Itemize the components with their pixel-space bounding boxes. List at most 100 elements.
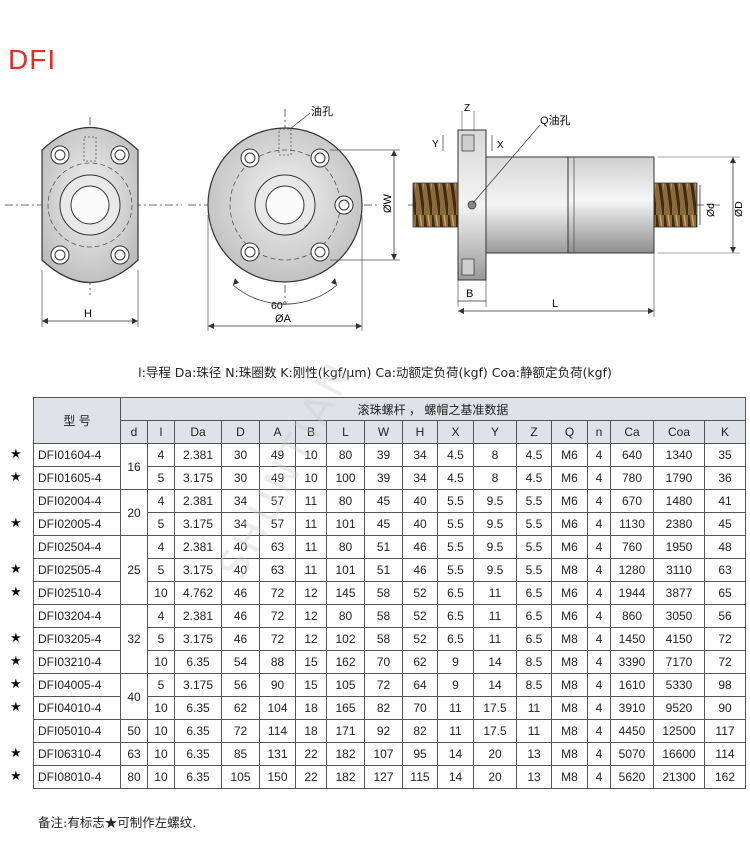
cell-w: 39 <box>364 443 403 467</box>
cell-l: 100 <box>326 466 365 490</box>
cell-z: 8.5 <box>516 650 552 674</box>
model-cell: DFI03204-4 <box>33 604 121 628</box>
star-icon: ★ <box>10 562 22 577</box>
cell-y: 11 <box>473 604 517 628</box>
cell-n: 4 <box>587 489 611 513</box>
cell-da: 3.175 <box>174 512 222 536</box>
technical-drawings: H 油孔 60° ØA ØW <box>5 103 745 331</box>
cell-b: 18 <box>295 719 327 743</box>
cell-b: 11 <box>295 558 327 582</box>
cell-a: 72 <box>259 581 296 605</box>
cell-h: 46 <box>402 558 438 582</box>
cell-b: 12 <box>295 604 327 628</box>
cell-k: 45 <box>704 512 746 536</box>
cell-a: 72 <box>259 604 296 628</box>
front-view-round-flange: 油孔 60° ØA ØW <box>188 104 400 331</box>
model-cell: DFI02005-4 <box>33 512 121 536</box>
dim-b-label: B <box>466 288 473 300</box>
cell-n: 4 <box>587 627 611 651</box>
cell-n: 4 <box>587 535 611 559</box>
cell-x: 14 <box>437 742 474 766</box>
cell-da: 3.175 <box>174 673 222 697</box>
cell-n: 4 <box>587 512 611 536</box>
cell-ca: 1610 <box>610 673 654 697</box>
cell-l: 5 <box>147 466 175 490</box>
cell-n: 4 <box>587 466 611 490</box>
col-header-x: X <box>437 420 474 444</box>
col-header-a: A <box>259 420 296 444</box>
cell-l: 10 <box>147 696 175 720</box>
cell-ca: 1450 <box>610 627 654 651</box>
cell-n: 4 <box>587 742 611 766</box>
cell-l: 80 <box>326 443 365 467</box>
cell-l: 4 <box>147 604 175 628</box>
cell-n: 4 <box>587 650 611 674</box>
cell-b: 12 <box>295 581 327 605</box>
cell-z: 6.5 <box>516 581 552 605</box>
cell-coa: 3050 <box>653 604 705 628</box>
cell-a: 72 <box>259 627 296 651</box>
page-title: DFI <box>8 44 57 75</box>
dim-y-label: Y <box>432 139 439 150</box>
cell-d: 46 <box>221 604 260 628</box>
cell-y: 11 <box>473 581 517 605</box>
cell-l: 4 <box>147 443 175 467</box>
cell-ca: 4450 <box>610 719 654 743</box>
cell-x: 6.5 <box>437 604 474 628</box>
d-cell: 80 <box>120 765 148 789</box>
cell-q: M8 <box>551 650 588 674</box>
cell-b: 15 <box>295 673 327 697</box>
cell-b: 11 <box>295 512 327 536</box>
cell-w: 58 <box>364 581 403 605</box>
cell-ca: 1280 <box>610 558 654 582</box>
cell-n: 4 <box>587 765 611 789</box>
cell-a: 57 <box>259 489 296 513</box>
cell-k: 114 <box>704 742 746 766</box>
cell-l: 165 <box>326 696 365 720</box>
cell-d: 46 <box>221 581 260 605</box>
cell-l: 4 <box>147 535 175 559</box>
cell-z: 11 <box>516 696 552 720</box>
cell-y: 8 <box>473 466 517 490</box>
cell-l: 162 <box>326 650 365 674</box>
cell-ca: 640 <box>610 443 654 467</box>
cell-d: 34 <box>221 512 260 536</box>
cell-da: 2.381 <box>174 443 222 467</box>
cell-h: 46 <box>402 535 438 559</box>
cell-a: 131 <box>259 742 296 766</box>
front-view-cut-flange: H <box>5 117 182 327</box>
cell-n: 4 <box>587 673 611 697</box>
cell-x: 5.5 <box>437 512 474 536</box>
cell-z: 5.5 <box>516 535 552 559</box>
cell-w: 45 <box>364 489 403 513</box>
cell-ca: 670 <box>610 489 654 513</box>
cell-k: 63 <box>704 558 746 582</box>
dim-x-label: X <box>497 140 504 151</box>
cell-ca: 5070 <box>610 742 654 766</box>
cell-k: 56 <box>704 604 746 628</box>
cell-l: 80 <box>326 604 365 628</box>
model-cell: DFI04010-4 <box>33 696 121 720</box>
model-cell: DFI08010-4 <box>33 765 121 789</box>
cell-h: 62 <box>402 650 438 674</box>
d-cell: 16 <box>120 443 148 490</box>
cell-q: M8 <box>551 742 588 766</box>
model-header: 型 号 <box>33 397 121 444</box>
cell-x: 9 <box>437 650 474 674</box>
cell-y: 9.5 <box>473 535 517 559</box>
cell-l: 101 <box>326 558 365 582</box>
cell-k: 35 <box>704 443 746 467</box>
dim-a-label: ØA <box>275 313 292 325</box>
cell-z: 13 <box>516 765 552 789</box>
cell-y: 20 <box>473 765 517 789</box>
col-header-da: Da <box>174 420 222 444</box>
cell-h: 34 <box>402 443 438 467</box>
cell-coa: 1480 <box>653 489 705 513</box>
cell-l: 182 <box>326 742 365 766</box>
cell-b: 22 <box>295 742 327 766</box>
